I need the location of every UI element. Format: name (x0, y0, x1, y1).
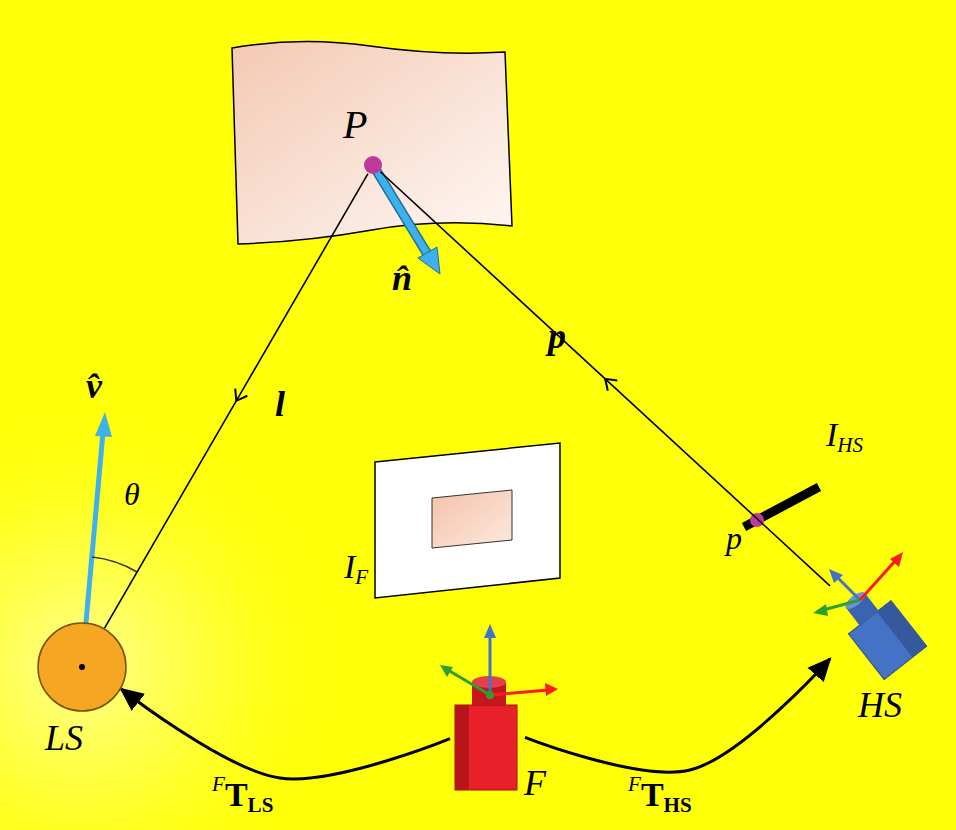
normal-arrowhead (418, 247, 440, 274)
text-part: F (628, 772, 641, 796)
text-part: I (826, 416, 837, 453)
hs-camera-node: HS (830, 575, 915, 675)
text-part: I (344, 548, 355, 585)
source-center (79, 664, 85, 670)
text-part: F (355, 565, 368, 589)
image-content (432, 490, 512, 548)
edge-label: FTHS (628, 774, 692, 816)
normal-arrow-outline (373, 165, 428, 255)
symbol-label: IHS (826, 418, 863, 456)
transform-arrow (121, 689, 450, 779)
node-label: HS (858, 687, 902, 723)
direction-arrowhead (95, 412, 112, 437)
ray-line (380, 172, 830, 586)
surface-point: P (363, 155, 383, 175)
edge-label: l (275, 386, 285, 422)
text-part: T (641, 776, 664, 813)
image-plane-bar (744, 487, 819, 527)
node-outline (37, 622, 127, 712)
node-label: LS (45, 720, 83, 756)
angle-arc (92, 557, 137, 572)
symbol-label: IF (344, 550, 368, 588)
edge-label: p (548, 318, 566, 354)
node-shape (38, 623, 126, 711)
node-label: P (343, 105, 367, 145)
surface-sheet (232, 41, 512, 244)
symbol-label: n̂ (392, 260, 412, 296)
normal-arrow (373, 165, 428, 255)
text-part: T (225, 776, 248, 813)
symbol-label: θ (124, 478, 140, 510)
transform-arrow (525, 659, 830, 772)
symbol-label: v̂ (86, 368, 102, 404)
ray-line (105, 174, 368, 628)
node-shape (364, 156, 382, 174)
reference-camera-node: F (450, 665, 525, 795)
node-label: F (524, 765, 546, 801)
symbol-label: p (726, 522, 742, 554)
light-source: LS (37, 622, 127, 712)
node-outline (363, 155, 383, 175)
text-part: HS (664, 793, 692, 817)
edge-label: FTLS (212, 774, 273, 816)
text-part: HS (837, 433, 863, 457)
image-plane (375, 443, 560, 598)
text-part: LS (248, 793, 274, 817)
text-part: F (212, 772, 225, 796)
